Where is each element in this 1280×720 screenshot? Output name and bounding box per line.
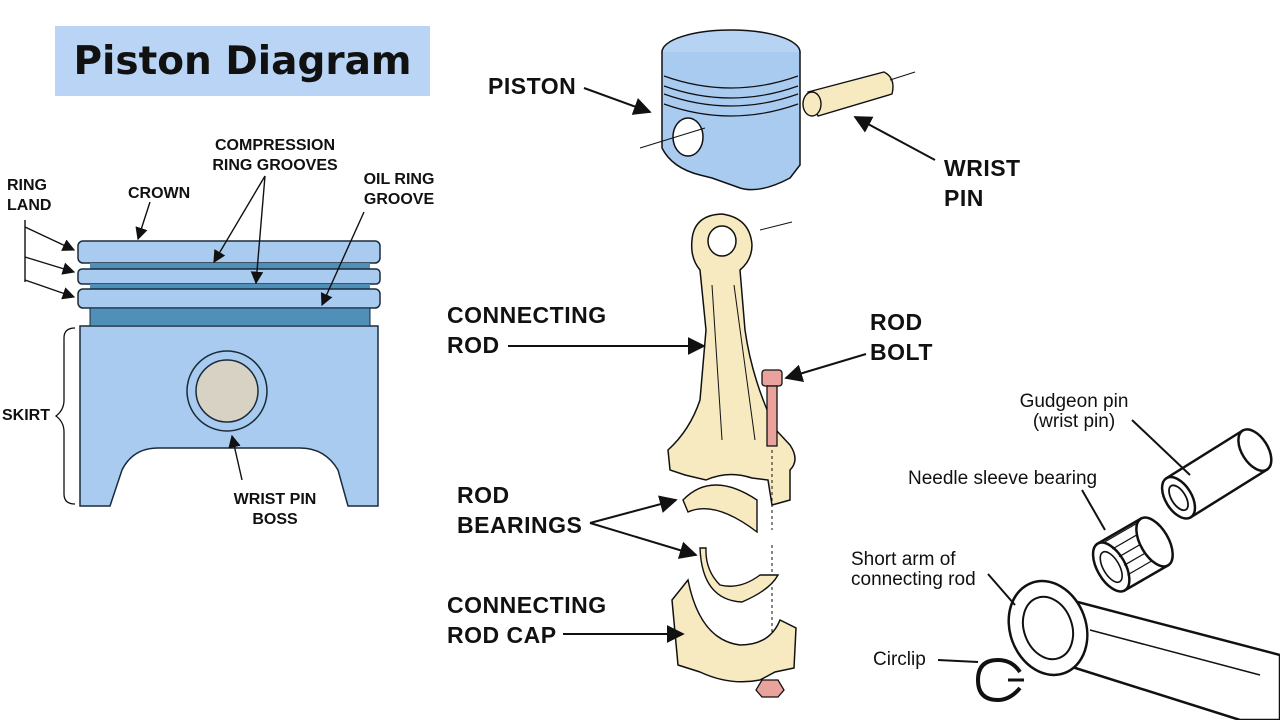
title-banner: Piston Diagram — [55, 26, 430, 96]
rod-nut — [755, 679, 785, 698]
needle-bearing-leader — [1081, 489, 1106, 531]
wrist-pin-label: WRIST PIN — [944, 155, 1021, 211]
piston-assembly-illustration — [508, 29, 936, 698]
needle-bearing-part — [1091, 516, 1174, 593]
gudgeon-pin-leader — [1131, 419, 1191, 476]
ring-land-arrow-3 — [24, 279, 76, 300]
compression-groove-1 — [90, 263, 370, 269]
short-arm-label: Short arm of connecting rod — [851, 549, 976, 590]
piston-arrow — [583, 87, 652, 115]
piston-label: PISTON — [488, 73, 577, 99]
circlip-leader — [937, 659, 979, 663]
piston-cross-section — [24, 175, 381, 507]
piston-body — [661, 52, 801, 191]
rod-bolt-part — [761, 369, 783, 660]
rod-bearing-upper — [682, 484, 758, 534]
piston-pin-hole — [672, 117, 704, 157]
gudgeon-pin-label: Gudgeon pin (wrist pin) — [1019, 391, 1129, 432]
ring-band-1 — [77, 240, 381, 264]
connecting-rod-part — [667, 213, 796, 506]
ring-land-arrow-1 — [24, 226, 76, 251]
ring-land-label: RING LAND — [7, 177, 52, 214]
connecting-rod-cap-label: CONNECTING ROD CAP — [447, 592, 607, 648]
compression-arrow-1 — [213, 175, 266, 264]
short-arm-part — [1007, 579, 1280, 720]
rod-bearings-label: ROD BEARINGS — [457, 482, 583, 538]
wrist-pin-part — [802, 71, 916, 117]
wrist-pin-boss-label: WRIST PIN BOSS — [233, 491, 317, 528]
ring-land-arrow-2 — [24, 256, 76, 275]
gudgeon-pin-illustration — [937, 419, 1280, 720]
connecting-rod-cap-part — [671, 578, 797, 683]
compression-arrow-2 — [250, 175, 266, 285]
oil-ring-arrow — [320, 211, 365, 307]
needle-sleeve-bearing-label: Needle sleeve bearing — [908, 468, 1098, 489]
rod-bolt-arrow — [784, 353, 867, 382]
crown-label: CROWN — [128, 185, 191, 202]
skirt-label: SKIRT — [2, 407, 50, 424]
ring-band-3 — [77, 288, 381, 309]
page-title: Piston Diagram — [73, 38, 412, 84]
compression-groove-2 — [90, 284, 370, 289]
oil-ring-groove-label: OIL RING GROOVE — [363, 171, 435, 208]
rod-bolt-label: ROD BOLT — [870, 309, 933, 365]
rod-bearing-lower — [699, 547, 780, 603]
wrist-pin-boss-arrow — [228, 434, 243, 481]
crown-arrow — [135, 201, 151, 241]
circlip-label: Circlip — [873, 649, 926, 670]
short-arm-leader — [987, 573, 1016, 606]
skirt-brace — [54, 327, 76, 505]
gudgeon-pin-part — [1160, 428, 1273, 520]
connecting-rod-label: CONNECTING ROD — [447, 302, 607, 358]
compression-ring-grooves-label: COMPRESSION RING GROOVES — [212, 137, 338, 174]
rod-bearings-arrow-2 — [589, 522, 698, 559]
wrist-pin-arrow — [853, 116, 936, 161]
circlip-part — [975, 657, 1024, 703]
rod-bearings-arrow-1 — [589, 495, 678, 524]
wrist-pin-boss-inner — [195, 359, 259, 423]
oil-ring-groove — [89, 307, 371, 327]
